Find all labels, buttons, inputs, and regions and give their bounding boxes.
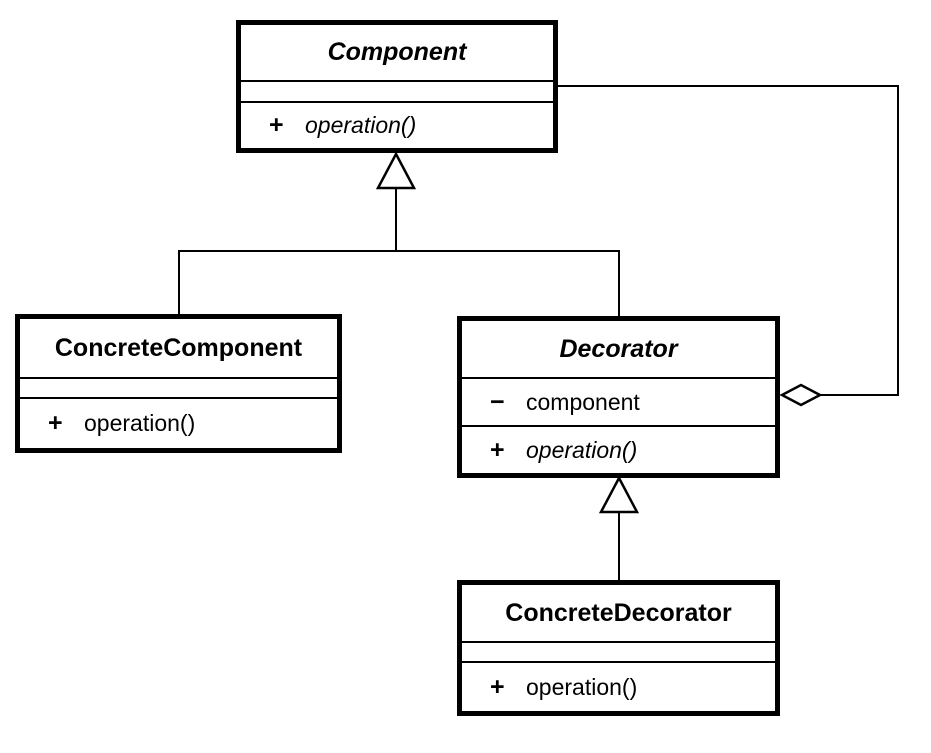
attributes-compartment-concrete-decorator (462, 643, 775, 663)
visibility-marker-private: − (490, 387, 505, 416)
aggregation-segment-right (897, 85, 899, 396)
generalization-drop-decorator (618, 250, 620, 318)
attribute-label-component: component (526, 388, 640, 415)
hollow-triangle-icon-component (375, 151, 417, 190)
aggregation-segment-bottom (818, 394, 899, 396)
hollow-triangle-icon-decorator (598, 475, 640, 514)
method-row-concrete-decorator-operation: + operation() (462, 663, 775, 711)
method-label-operation: operation() (526, 673, 638, 700)
method-label-operation: operation() (305, 112, 417, 138)
class-name-concrete-decorator: ConcreteDecorator (462, 585, 775, 643)
generalization-stem-decorator (618, 512, 620, 582)
method-label-operation: operation() (84, 410, 196, 436)
visibility-marker-public: + (490, 435, 505, 464)
method-row-decorator-operation: + operation() (462, 427, 775, 473)
visibility-marker-public: + (48, 409, 63, 437)
generalization-drop-concrete-component (178, 250, 180, 316)
method-label-operation: operation() (526, 436, 638, 463)
generalization-stem-component (395, 188, 397, 252)
attributes-compartment-component (241, 82, 553, 103)
class-box-concrete-component[interactable]: ConcreteComponent + operation() (15, 314, 342, 453)
class-name-component: Component (241, 25, 553, 82)
class-name-decorator: Decorator (462, 321, 775, 379)
attribute-row-decorator-component: − component (462, 379, 775, 427)
method-row-concrete-component-operation: + operation() (20, 399, 337, 448)
hollow-diamond-icon-aggregation (779, 383, 823, 407)
generalization-branch-bar (178, 250, 620, 252)
attributes-compartment-concrete-component (20, 379, 337, 399)
visibility-marker-public: + (269, 111, 284, 139)
visibility-marker-public: + (490, 672, 505, 701)
class-box-decorator[interactable]: Decorator − component + operation() (457, 316, 780, 478)
method-row-component-operation: + operation() (241, 103, 553, 148)
class-box-component[interactable]: Component + operation() (236, 20, 558, 153)
class-box-concrete-decorator[interactable]: ConcreteDecorator + operation() (457, 580, 780, 716)
aggregation-segment-top (556, 85, 899, 87)
class-name-concrete-component: ConcreteComponent (20, 319, 337, 379)
